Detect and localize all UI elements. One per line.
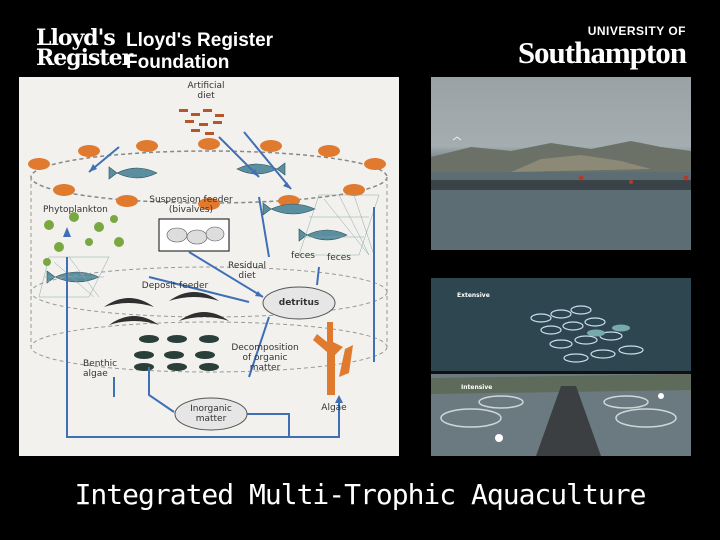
lloyds-logo-line2: Register [36,45,133,71]
label-phytoplankton: Phytoplankton [43,205,108,215]
slide-title: Integrated Multi-Trophic Aquaculture [74,478,647,511]
label-feces-2: feces [327,253,351,263]
tag-extensive: Extensive [457,292,490,299]
lloyds-logo-line1: Lloyd's [36,25,116,51]
lloyds-foundation-line2: Foundation [126,52,230,73]
label-suspension-feeder: Suspension feeder(bivalves) [149,195,233,215]
label-algae: Algae [321,403,347,413]
university-line2: Southampton [517,35,687,70]
tag-intensive: Intensive [461,384,493,391]
lloyds-register-logo: Lloyd's Register [36,27,133,74]
university-line1: UNIVERSITY OF [587,24,686,38]
extensive-intensive-photo: Extensive Intensive [431,278,691,456]
lloyds-foundation-name: Lloyd's Register Foundation [126,30,273,74]
fish-farm-scene [431,136,691,250]
fish-farm-photo [431,77,691,250]
label-detritus: detritus [278,298,320,308]
label-deposit-feeder: Deposit feeder [141,281,209,291]
label-feces-1: feces [291,251,315,261]
university-southampton-logo: UNIVERSITY OF Southampton [517,24,687,70]
extensive-intensive-scene [431,278,691,456]
lloyds-foundation-line1: Lloyd's Register [126,30,274,51]
diagram-graphics [28,109,388,438]
